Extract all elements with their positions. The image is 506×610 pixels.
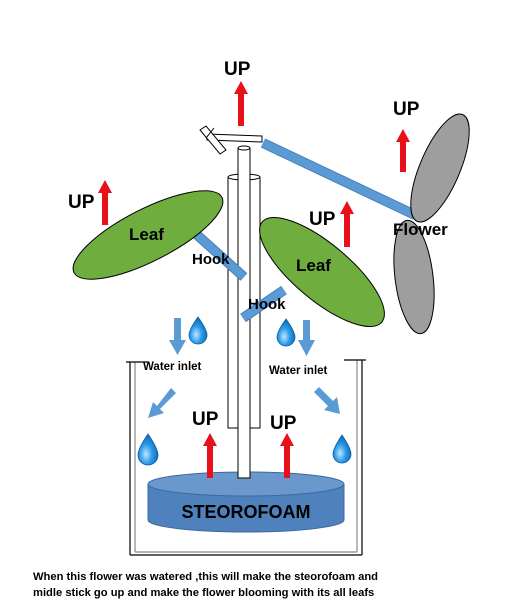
up-arrow <box>280 433 294 478</box>
petal-bottom <box>393 219 435 335</box>
up-label-float-left: UP <box>192 409 219 430</box>
up-arrow <box>340 201 354 247</box>
water-drop-icon <box>276 318 296 347</box>
up-label-float-right: UP <box>270 413 297 434</box>
caption: When this flower was watered ,this will … <box>33 569 503 601</box>
up-label-left: UP <box>68 192 95 213</box>
hook-right <box>240 285 287 323</box>
water-drop-icon <box>137 433 159 466</box>
caption-line-2: midle stick go up and make the flower bl… <box>33 587 375 599</box>
water-arrow-diag-right <box>314 387 340 414</box>
leaf-right <box>259 216 385 328</box>
petal-top <box>410 113 470 223</box>
water-inlet-right-label: Water inlet <box>269 365 328 377</box>
water-inlet-left-label: Water inlet <box>143 361 202 373</box>
up-label-flower: UP <box>393 99 420 120</box>
up-arrow <box>396 129 410 172</box>
leaf-left <box>72 190 224 280</box>
hook-left-label: Hook <box>192 251 230 268</box>
up-arrow <box>234 81 248 126</box>
water-container <box>126 359 366 556</box>
up-label-top: UP <box>224 59 251 80</box>
hook-left <box>192 230 248 281</box>
caption-line-1: When this flower was watered ,this will … <box>33 571 379 583</box>
hook-right-label: Hook <box>248 296 286 313</box>
middle-stick-top <box>237 145 251 151</box>
flower-label: Flower <box>393 220 448 239</box>
up-label-middle: UP <box>309 209 336 230</box>
water-arrow-down-left <box>169 318 186 355</box>
up-arrow <box>98 180 112 225</box>
flower-arm <box>260 138 418 220</box>
up-arrow <box>203 433 217 478</box>
water-drop-icon <box>332 434 352 464</box>
water-arrow-down-right <box>298 320 315 356</box>
top-hinge-frame <box>199 125 263 155</box>
water-drop-icon <box>188 316 208 345</box>
steorofoam-label: STEOROFOAM <box>182 502 311 522</box>
water-arrow-diag-left <box>148 388 176 418</box>
steorofoam-block <box>147 471 345 533</box>
leaf-left-label: Leaf <box>129 225 164 244</box>
leaf-right-label: Leaf <box>296 256 331 275</box>
